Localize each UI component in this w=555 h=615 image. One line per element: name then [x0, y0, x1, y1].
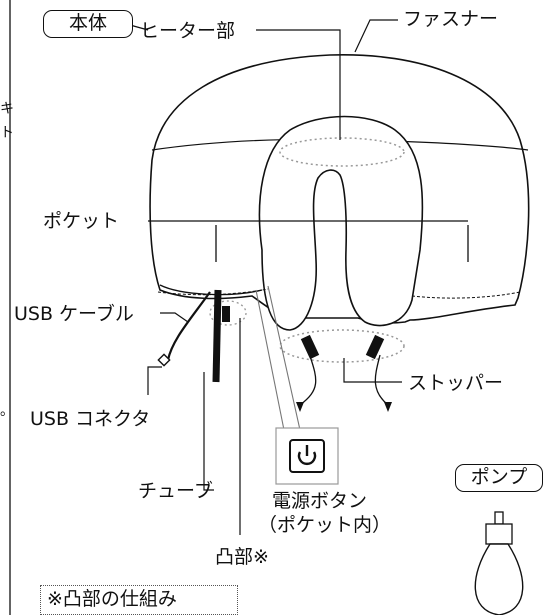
stopper-leader: [343, 358, 402, 383]
pillow-inner-u: [258, 115, 424, 331]
left-lobe-dash: [157, 288, 269, 296]
tube-label: チューブ: [138, 480, 213, 502]
heater-leader: [256, 29, 341, 140]
usb-connector-label: USB コネクタ: [30, 408, 151, 430]
zipper-label: ファスナー: [403, 8, 499, 30]
usb-cable-label: USB ケーブル: [14, 303, 134, 325]
convex-label: 凸部※: [215, 546, 269, 568]
heater-label: ヒーター部: [140, 20, 236, 42]
power-button-label: 電源ボタン: [272, 490, 368, 512]
side-mark-2: ト: [0, 125, 14, 141]
pillow-outline: [149, 54, 530, 324]
power-icon: [297, 445, 317, 465]
stopper-left: [300, 334, 320, 360]
pump-valve: [485, 523, 513, 545]
side-mark-1: キ: [0, 101, 14, 117]
pump-bulb: [474, 543, 524, 615]
power-button-sublabel: （ポケット内）: [258, 514, 392, 536]
right-lobe-dash: [411, 291, 521, 299]
tube: [212, 289, 222, 383]
usb-cable: [166, 291, 211, 361]
zipper-leader: [354, 19, 398, 53]
convex-part: [222, 306, 230, 322]
pump-label: ポンプ: [455, 464, 543, 492]
convex-area: [209, 300, 247, 326]
convex-note: ※凸部の仕組み: [40, 585, 238, 615]
stopper-label: ストッパー: [408, 372, 504, 394]
stopper-right: [365, 334, 385, 360]
pocket-label: ポケット: [43, 210, 120, 232]
pump-valve-top: [494, 511, 504, 525]
left-lobe: [159, 284, 263, 296]
heater-top-area: [279, 137, 405, 167]
usb-connector: [157, 353, 171, 367]
stopper-area: [279, 329, 405, 363]
body-label: 本体: [43, 10, 133, 38]
side-mark-3: 。: [0, 403, 14, 419]
